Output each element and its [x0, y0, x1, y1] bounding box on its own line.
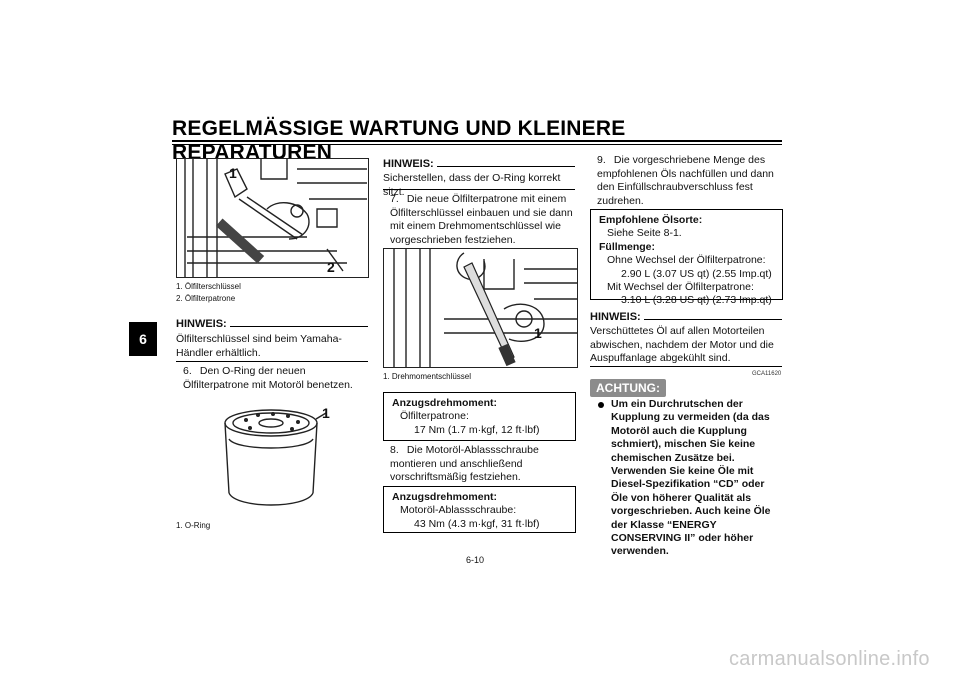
caution-text: Um ein Durchrutschen der Kupplung zu ver… — [611, 398, 771, 558]
oil-box-title-1: Empfohlene Ölsorte: — [599, 214, 703, 226]
hinweis-end-rule-2 — [383, 189, 575, 190]
figure2-caption: 1. O-Ring — [176, 521, 211, 530]
oil-box-line-5: 3.10 L (3.28 US qt) (2.73 Imp.qt) — [621, 294, 772, 307]
step-9-number: 9. — [597, 154, 606, 166]
oil-box-line-4: Mit Wechsel der Ölfilterpatrone: — [607, 281, 754, 294]
figure2-callout-1: 1 — [322, 405, 330, 421]
bullet-icon — [598, 402, 604, 408]
torque-box1-title: Anzugsdrehmoment: — [392, 397, 497, 409]
figure1-caption-1: 1. Ölfilterschlüssel — [176, 282, 241, 291]
watermark: carmanualsonline.info — [729, 648, 930, 670]
oil-box-line-2: Ohne Wechsel der Ölfilterpatrone: — [607, 254, 766, 267]
figure3-callout-1: 1 — [534, 325, 542, 341]
step-9: 9. Die vorgeschriebene Menge des empfohl… — [597, 154, 783, 208]
torque-spec-box-1: Anzugsdrehmoment: Ölfilterpatrone: 17 Nm… — [383, 392, 576, 441]
step-9-text: Die vorgeschriebene Menge des empfohlene… — [597, 154, 774, 207]
caution-label: ACHTUNG: — [590, 379, 666, 397]
step-8: 8. Die Motoröl-Ablassschraube montieren … — [390, 444, 576, 485]
torque-box2-title: Anzugsdrehmoment: — [392, 491, 497, 503]
hinweis-heading-3: HINWEIS: — [590, 311, 782, 323]
hinweis-heading-2: HINWEIS: — [383, 158, 575, 170]
hinweis-end-rule-1 — [176, 361, 368, 362]
hinweis-label: HINWEIS: — [383, 158, 434, 170]
torque-box2-item: Motoröl-Ablassschraube: — [400, 504, 517, 517]
step-6-text: Den O-Ring der neuen Ölfilterpatrone mit… — [183, 365, 353, 391]
hinweis-end-rule-3 — [590, 366, 782, 367]
title-rule — [172, 140, 782, 142]
o-ring-figure: 1 — [176, 401, 367, 516]
step-6: 6. Den O-Ring der neuen Ölfilterpatrone … — [183, 365, 370, 392]
step-6-number: 6. — [183, 365, 192, 377]
hinweis-heading-1: HINWEIS: — [176, 318, 368, 330]
hinweis-label: HINWEIS: — [590, 311, 641, 323]
oil-box-line-1: Siehe Seite 8-1. — [607, 227, 682, 240]
hinweis-text-3: Verschüttetes Öl auf allen Motorteilen a… — [590, 325, 774, 365]
hinweis-label: HINWEIS: — [176, 318, 227, 330]
step-7-number: 7. — [390, 193, 399, 205]
hinweis-text-1: Ölfilterschlüssel sind beim Yamaha-Händl… — [176, 333, 342, 359]
oil-filter-wrench-figure: 1 2 — [176, 158, 369, 278]
engine-illustration — [184, 159, 367, 277]
oil-spec-box: Empfohlene Ölsorte: Siehe Seite 8-1. Fül… — [590, 209, 783, 306]
figure3-caption: 1. Drehmomentschlüssel — [383, 372, 472, 381]
hinweis-text-2: Sicherstellen, dass der O-Ring korrekt s… — [383, 172, 561, 198]
step-8-number: 8. — [390, 444, 399, 456]
torque-spec-box-2: Anzugsdrehmoment: Motoröl-Ablassschraube… — [383, 486, 576, 533]
oil-box-title-2: Füllmenge: — [599, 240, 656, 253]
torque-box1-value: 17 Nm (1.7 m·kgf, 12 ft·lbf) — [414, 423, 540, 436]
chapter-tab: 6 — [129, 322, 157, 356]
torque-wrench-figure: 1 — [383, 248, 578, 368]
caution-code: GCA11620 — [752, 371, 782, 377]
figure1-callout-2: 2 — [327, 259, 335, 275]
torque-box1-item: Ölfilterpatrone: — [400, 410, 469, 423]
oil-filter-illustration — [224, 409, 327, 506]
page-number: 6-10 — [466, 555, 485, 565]
oil-box-line-3: 2.90 L (3.07 US qt) (2.55 Imp.qt) — [621, 267, 772, 280]
figure1-callout-1: 1 — [229, 165, 237, 181]
step-8-text: Die Motoröl-Ablassschraube montieren und… — [390, 444, 539, 484]
step-7: 7. Die neue Ölfilterpatrone mit einem Öl… — [390, 193, 576, 247]
figure1-caption-2: 2. Ölfilterpatrone — [176, 294, 236, 303]
step-7-text: Die neue Ölfilterpatrone mit einem Ölfil… — [390, 193, 573, 246]
torque-wrench-illustration — [393, 249, 577, 367]
torque-box2-value: 43 Nm (4.3 m·kgf, 31 ft·lbf) — [414, 517, 540, 530]
caution-item: Um ein Durchrutschen der Kupplung zu ver… — [598, 398, 784, 559]
title-rule-thin — [172, 144, 782, 145]
